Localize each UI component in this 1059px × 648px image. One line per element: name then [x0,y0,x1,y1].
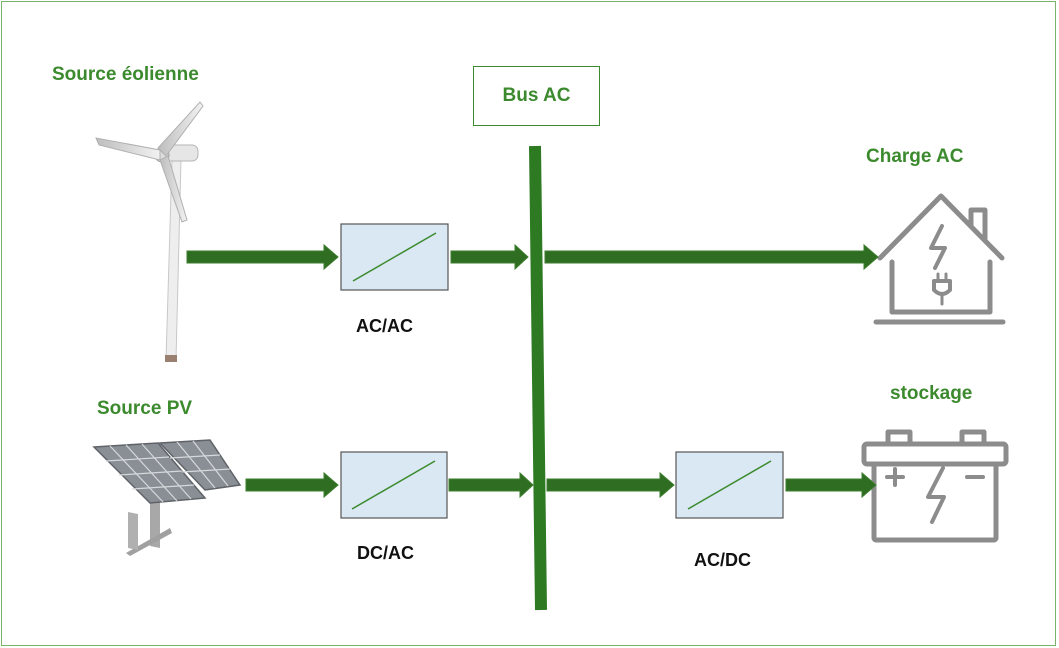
house-icon [873,193,1006,325]
flow-arrow-acac-to-bus [450,243,529,271]
bus-ac-box: Bus AC [473,66,600,126]
flow-arrow-wind-to-acac [186,243,339,271]
load-label: Charge AC [866,146,964,167]
flow-arrow-dcac-to-bus [448,471,534,499]
wind-turbine-icon [95,101,204,362]
wind-source-label: Source éolienne [52,64,199,85]
converter-acdc [675,451,784,519]
converter-acac-label: AC/AC [356,316,413,336]
flow-arrow-acdc-to-storage [785,471,877,499]
flow-arrow-bus-to-acdc [546,471,675,499]
flow-arrow-bus-to-load [544,243,879,271]
converter-dcac [340,451,448,519]
solar-panel-icon [92,439,242,556]
ac-bus-line [529,145,547,611]
converter-acac [340,223,449,291]
converter-acdc-label: AC/DC [694,550,751,570]
storage-label: stockage [890,383,973,404]
pv-source-label: Source PV [97,398,193,419]
flow-arrow-pv-to-dcac [245,471,339,499]
battery-icon [861,429,1009,543]
bus-ac-label: Bus AC [502,85,571,106]
converter-dcac-label: DC/AC [357,543,414,563]
